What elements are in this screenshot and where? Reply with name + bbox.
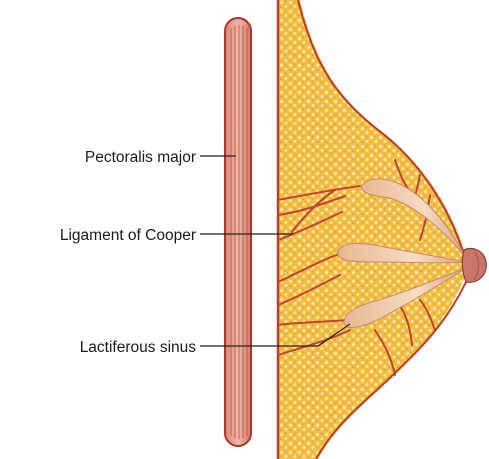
label-ligament-of-cooper: Ligament of Cooper [60, 227, 293, 244]
label-pectoralis-major: Pectoralis major [85, 149, 236, 166]
label-text-ligament-of-cooper: Ligament of Cooper [60, 227, 196, 244]
nipple [462, 249, 486, 283]
label-text-lactiferous-sinus: Lactiferous sinus [80, 339, 197, 356]
label-text-pectoralis-major: Pectoralis major [85, 149, 196, 166]
pectoralis-major-muscle [225, 18, 251, 446]
